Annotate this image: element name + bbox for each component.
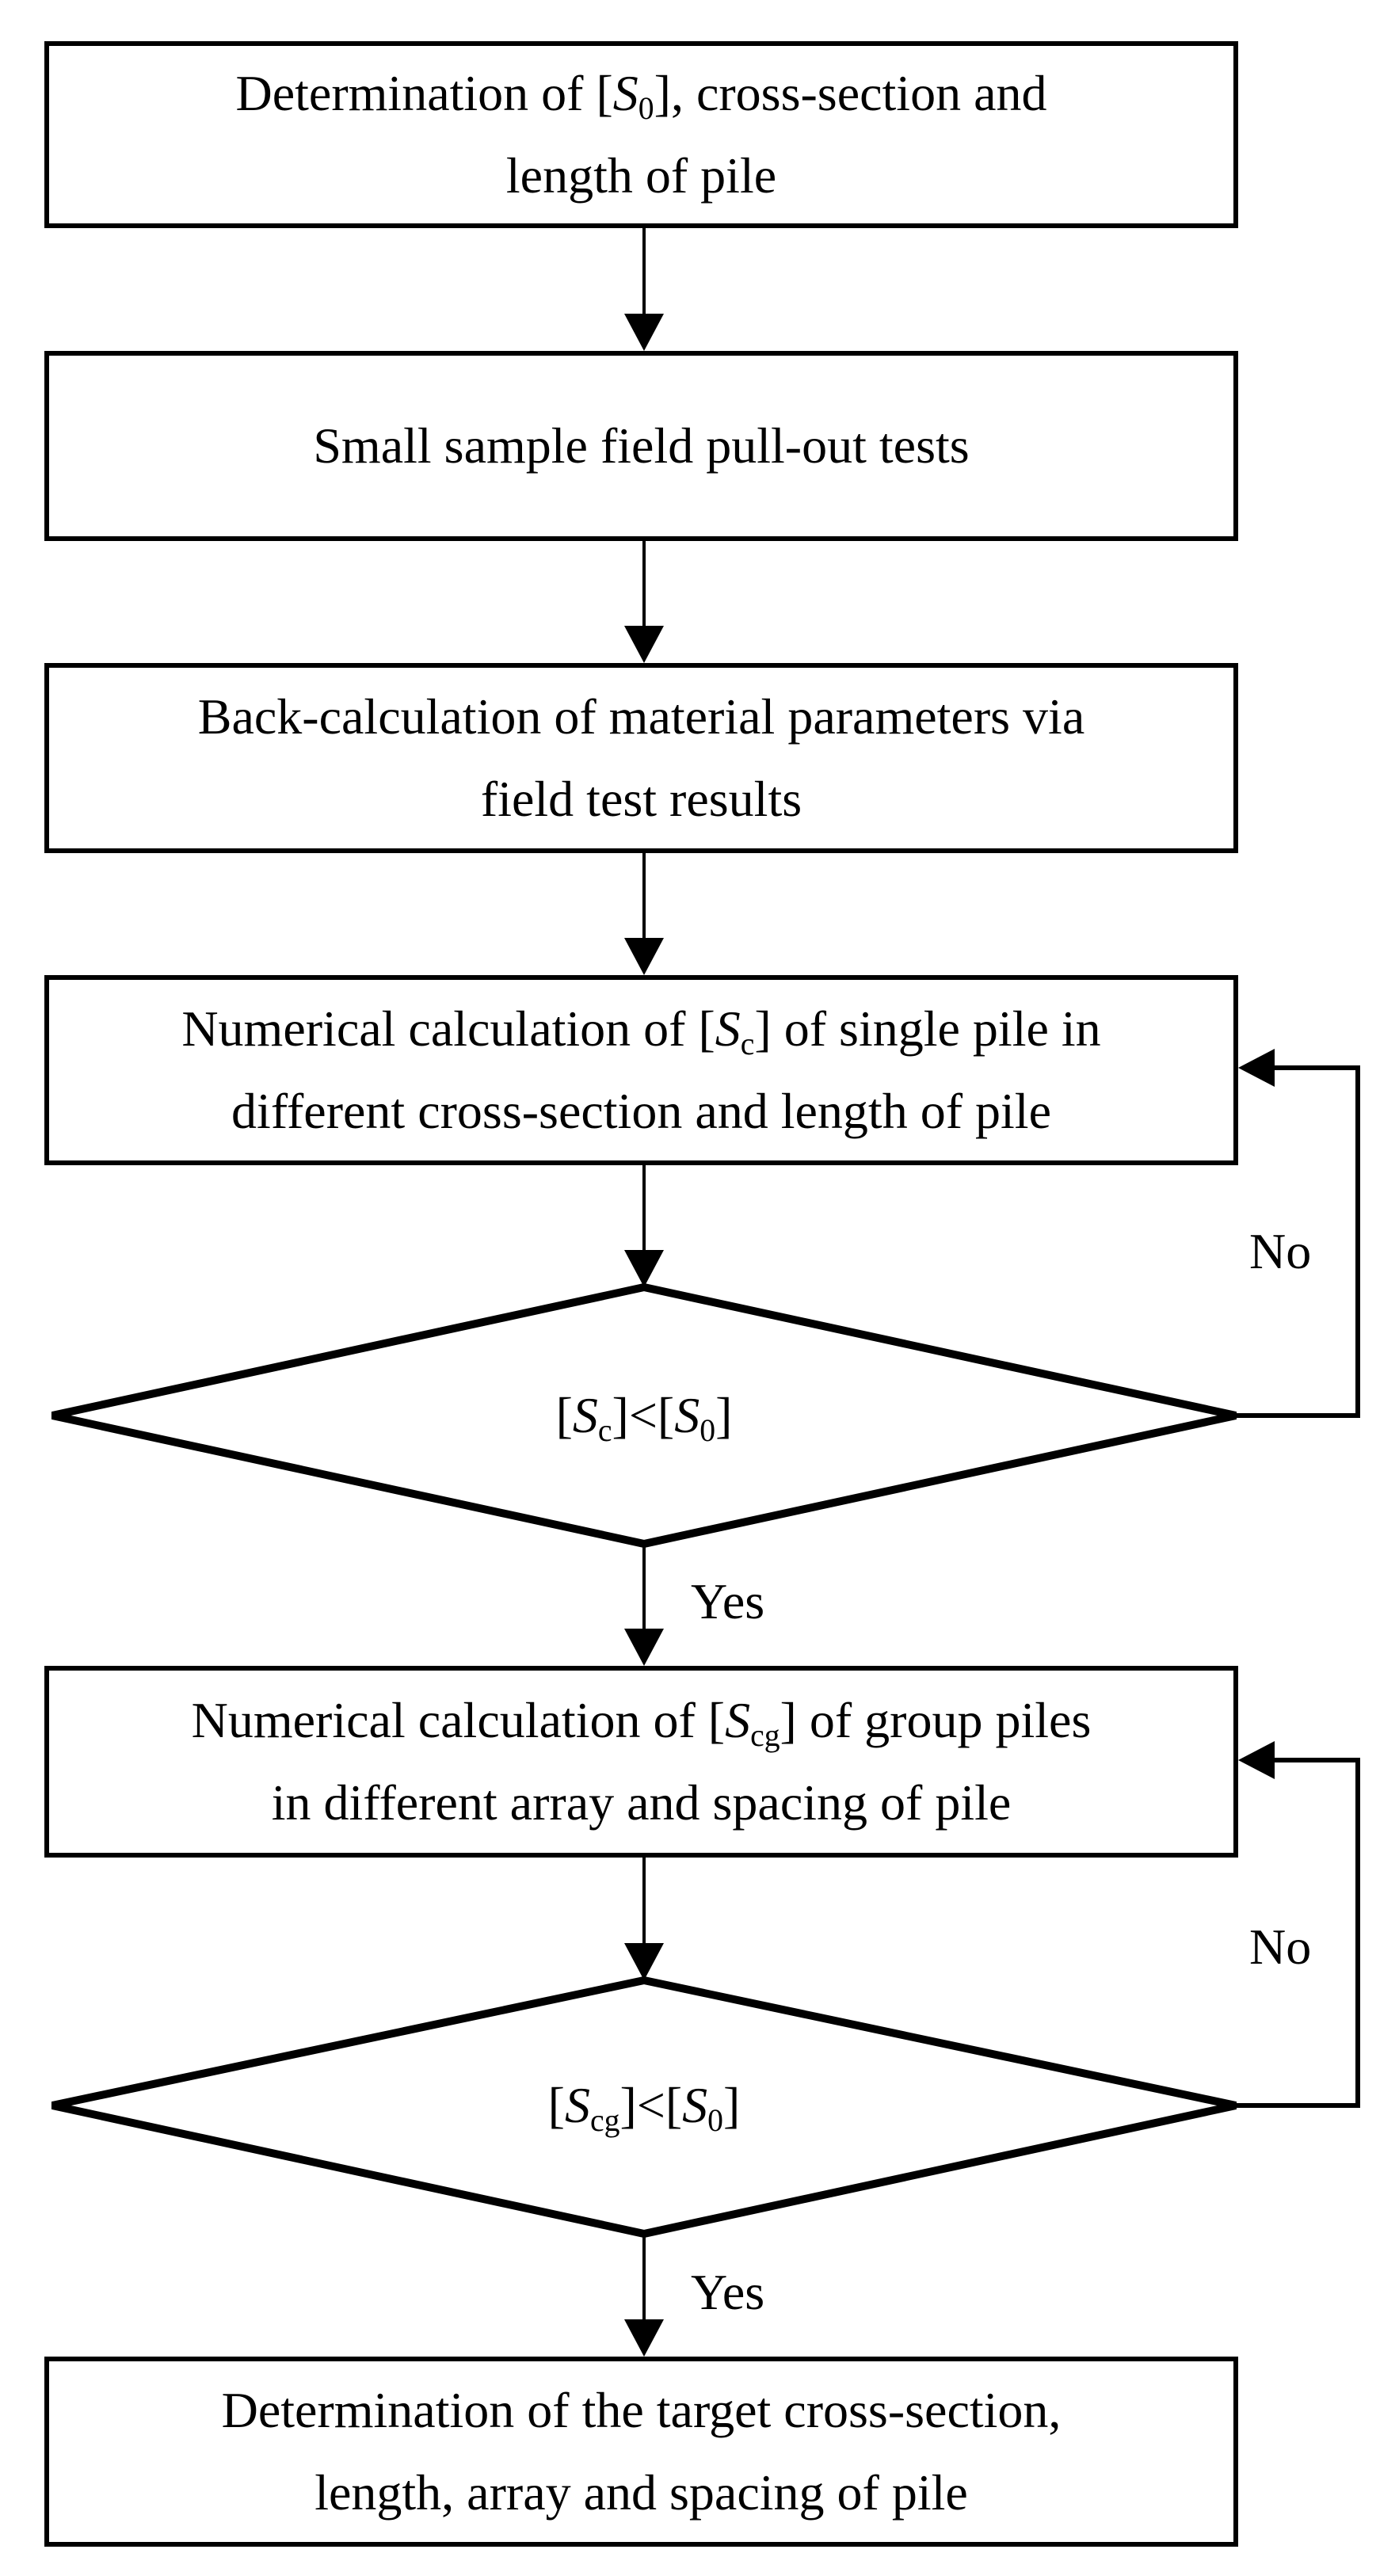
process-box-group-pile-calculation: Numerical calculation of [Scg] of group …	[44, 1666, 1238, 1858]
box-text-line: length, array and spacing of pile	[314, 2464, 968, 2521]
process-box-determine-requirements: Determination of [S0], cross-section and…	[44, 41, 1238, 228]
box-text-line: Determination of the target cross-sectio…	[221, 2382, 1062, 2438]
arrowhead-down-icon	[624, 1629, 664, 1666]
arrowhead-down-icon	[624, 626, 664, 663]
flow-connector-yes	[642, 2234, 646, 2322]
flow-connector	[642, 1165, 646, 1252]
process-box-single-pile-calculation: Numerical calculation of [Sc] of single …	[44, 975, 1238, 1165]
feedback-line-segment	[1355, 1758, 1360, 2108]
no-label: No	[1249, 1223, 1312, 1279]
feedback-line-segment	[1355, 1065, 1360, 1418]
process-box-field-pull-out-tests: Small sample field pull-out tests	[44, 351, 1238, 541]
arrowhead-left-icon	[1238, 1741, 1275, 1779]
flow-connector-yes	[642, 1544, 646, 1631]
arrowhead-down-icon	[624, 1250, 664, 1287]
flow-connector	[642, 228, 646, 317]
arrowhead-down-icon	[624, 314, 664, 351]
process-box-back-calculation: Back-calculation of material parameters …	[44, 663, 1238, 853]
decision-formula: [Sc]<[S0]	[555, 1387, 733, 1449]
box-text-line: Back-calculation of material parameters …	[197, 688, 1085, 745]
arrowhead-left-icon	[1238, 1049, 1275, 1087]
box-text-line: different cross-section and length of pi…	[231, 1083, 1051, 1139]
feedback-line-segment	[1236, 1413, 1360, 1418]
box-text-line: field test results	[480, 771, 802, 827]
yes-label: Yes	[691, 1573, 765, 1629]
feedback-line-segment	[1274, 1758, 1360, 1762]
box-text-line: Numerical calculation of [Sc] of single …	[181, 1000, 1101, 1062]
decision-formula: [Scg]<[S0]	[547, 2077, 741, 2139]
arrowhead-down-icon	[624, 2319, 664, 2357]
decision-diamond-single-pile-check	[51, 1283, 1237, 1548]
box-text-line: in different array and spacing of pile	[271, 1774, 1012, 1831]
flow-connector	[642, 541, 646, 628]
arrowhead-down-icon	[624, 1943, 664, 1980]
box-text-line: length of pile	[505, 147, 777, 204]
feedback-line-segment	[1274, 1065, 1360, 1070]
box-text-line: Numerical calculation of [Scg] of group …	[191, 1692, 1092, 1754]
feedback-line-segment	[1236, 2103, 1360, 2108]
flow-connector	[642, 1858, 646, 1945]
process-box-final-determination: Determination of the target cross-sectio…	[44, 2357, 1238, 2547]
arrowhead-down-icon	[624, 938, 664, 975]
box-text-line: Small sample field pull-out tests	[313, 417, 970, 474]
no-label: No	[1249, 1919, 1312, 1975]
flow-connector	[642, 853, 646, 940]
box-text-line: Determination of [S0], cross-section and	[235, 65, 1047, 127]
yes-label: Yes	[691, 2264, 765, 2320]
decision-diamond-group-pile-check	[51, 1976, 1237, 2238]
